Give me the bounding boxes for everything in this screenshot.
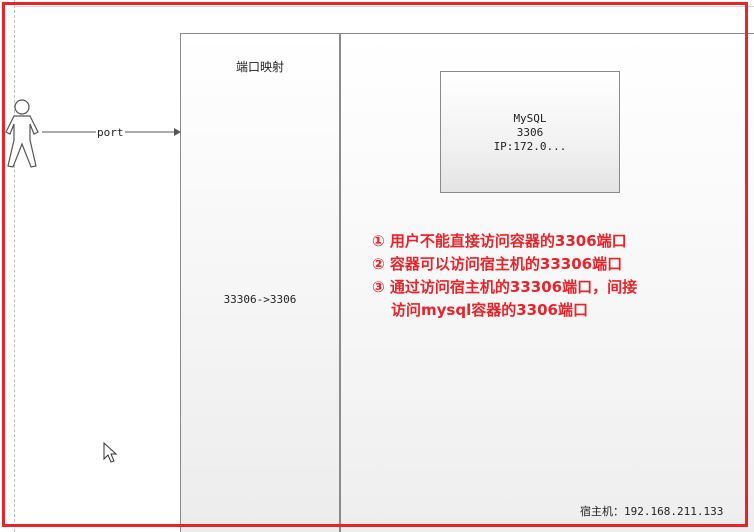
connector-label: port (96, 126, 125, 139)
annotation-note-1: ① 用户不能直接访问容器的3306端口 (372, 232, 627, 250)
container-name: MySQL (513, 112, 547, 125)
annotation-note-2: ② 容器可以访问宿主机的33306端口 (372, 255, 623, 273)
annotation-note-3-continued: 访问mysql容器的3306端口 (391, 301, 588, 319)
mouse-pointer-icon (103, 441, 118, 463)
user-figure-icon (5, 99, 39, 168)
port-mapping-title: 端口映射 (235, 60, 284, 74)
container-ip: IP:172.0... (493, 140, 567, 153)
port-mapping-box (180, 33, 340, 532)
annotation-note-3: ③ 通过访问宿主机的33306端口，间接 (372, 278, 638, 296)
mysql-container-box: MySQL 3306 IP:172.0... (440, 71, 620, 193)
top-guide-line (14, 6, 754, 7)
host-machine-label: 宿主机：192.168.211.133 (580, 505, 724, 518)
dashed-guide (14, 0, 15, 532)
annotation-notes: ① 用户不能直接访问容器的3306端口 ② 容器可以访问宿主机的33306端口 … (372, 230, 712, 322)
port-mapping-rule: 33306->3306 (223, 293, 297, 306)
container-port: 3306 (516, 126, 544, 139)
mysql-container-text: MySQL 3306 IP:172.0... (441, 112, 619, 154)
